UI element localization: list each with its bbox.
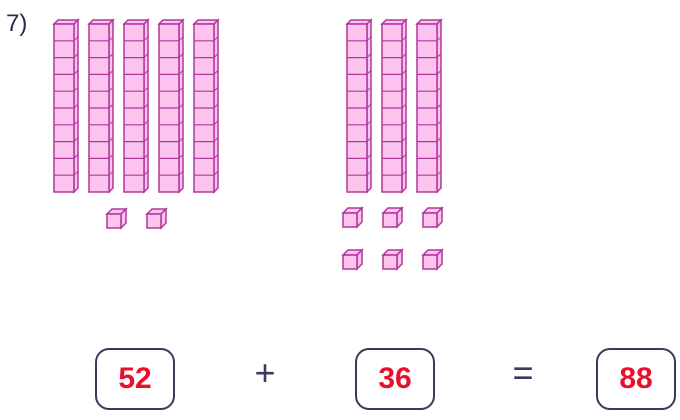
second-number-blocks — [343, 20, 442, 269]
addend2-box: 36 — [355, 348, 435, 410]
ten-rod — [159, 20, 183, 192]
unit-cube — [107, 209, 126, 228]
plus-sign: + — [245, 352, 285, 394]
sum-box: 88 — [596, 348, 676, 410]
unit-cube — [383, 208, 402, 227]
base-ten-blocks-figure — [0, 0, 680, 300]
unit-cube — [147, 209, 166, 228]
ten-rod — [54, 20, 78, 192]
unit-cube — [383, 250, 402, 269]
first-number-blocks — [54, 20, 218, 228]
ten-rod — [124, 20, 148, 192]
ten-rod — [382, 20, 406, 192]
unit-cube — [343, 250, 362, 269]
unit-cube — [423, 250, 442, 269]
unit-cube — [343, 208, 362, 227]
ten-rod — [194, 20, 218, 192]
ten-rod — [89, 20, 113, 192]
ten-rod — [417, 20, 441, 192]
ten-rod — [347, 20, 371, 192]
equals-sign: = — [503, 352, 543, 394]
addend1-box: 52 — [95, 348, 175, 410]
unit-cube — [423, 208, 442, 227]
